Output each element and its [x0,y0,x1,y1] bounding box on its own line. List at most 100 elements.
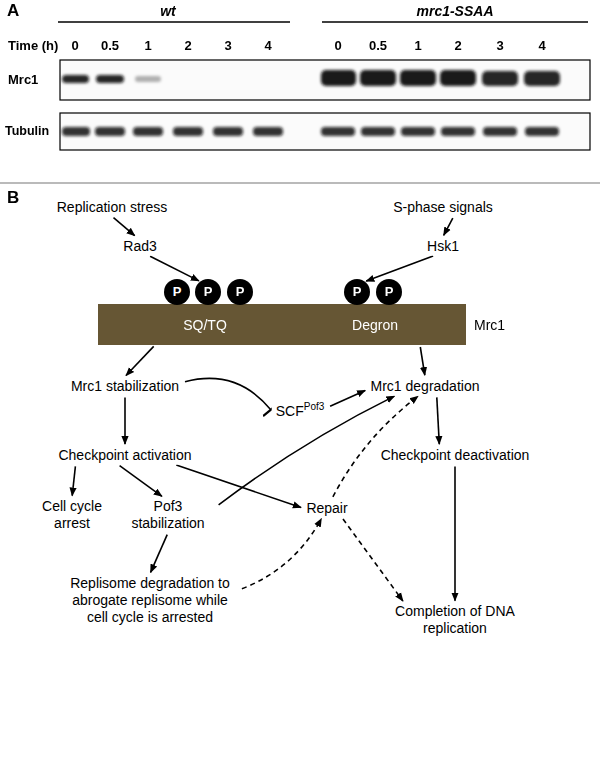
blot-band [361,127,395,136]
stimulus-label: S-phase signals [389,198,497,217]
domain-label: Degron [352,317,398,333]
arrow-connector [150,256,199,281]
time-point: 3 [496,39,503,54]
axis-label: Time (h) [8,39,58,54]
process-label: Mrc1 degradation [367,377,484,396]
phospho-circle: P [164,279,190,305]
process-label: Checkpoint activation [54,446,195,465]
panel-divider [0,182,600,183]
blot-band [440,70,476,86]
arrow-connector [151,535,168,573]
time-point: 0.5 [369,39,387,54]
node-text: Completion of DNA replication [395,603,515,636]
blot-frame [60,60,590,100]
protein-label: Tubulin [5,124,49,138]
protein-name: Mrc1 [474,317,505,333]
dashed-arrow [242,519,322,589]
node-text: Repair [306,500,347,516]
arrow-connector [120,466,162,497]
time-point: 2 [454,39,461,54]
blot-band [441,127,475,136]
process-label: Checkpoint deactivation [377,446,534,465]
node-text: P [236,284,245,299]
blot-band [133,127,163,136]
protein-bar: SQ/TQDegronMrc1 [98,304,466,345]
time-point: 0 [71,39,78,54]
blot-band [135,76,161,82]
phospho-circle: P [227,279,253,305]
blot-band [62,127,90,136]
blot-band [483,127,517,136]
blot-band [321,127,355,136]
stimulus-label: Replication stress [53,198,172,217]
blot-frame [60,113,590,150]
blot-bands [62,70,560,136]
time-point: 1 [414,39,421,54]
arrow-connector [420,347,425,375]
phospho-circle: P [376,279,402,305]
node-text: Replication stress [57,199,168,215]
node-text: P [385,284,394,299]
node-text: SCF [276,403,304,419]
time-point: 0 [334,39,341,54]
blot-band [524,71,560,86]
panel-letter: A [7,1,19,21]
complex-label: SCFPof3 [272,401,329,420]
blot-band [321,70,356,86]
strain-bracket [322,21,588,23]
node-text: P [173,284,182,299]
node-text: Rad3 [123,238,156,254]
time-point: 1 [144,39,151,54]
arrow-connector [219,396,395,505]
arrow-connector [330,390,365,406]
node-text: P [353,284,362,299]
arrow-connector [454,466,456,600]
outcome-label: Completion of DNA replication [391,602,519,638]
blot-band [213,127,243,136]
process-label: Repair [302,499,351,518]
dashed-arrow [343,519,403,601]
node-text: Replisome degradation to abrogate replis… [70,575,230,625]
blot-band [95,127,125,136]
node-text: Cell cycle arrest [42,498,102,531]
blot-band [62,75,89,83]
arrow-connector [444,218,453,235]
kinase-label: Rad3 [119,237,160,256]
node-text: Mrc1 degradation [371,378,480,394]
arrow-connector [437,397,440,444]
node-text: Hsk1 [427,238,459,254]
outcome-label: Replisome degradation to abrogate replis… [60,574,240,626]
strain-bracket [58,21,290,23]
inhibition-connector [185,378,271,409]
node-text: Pof3 [304,401,325,412]
blot-band [482,71,518,86]
phospho-circle: P [344,279,370,305]
domain-label: SQ/TQ [183,317,227,333]
node-text: Checkpoint activation [58,447,191,463]
time-point: 4 [538,39,545,54]
arrow-connector [114,218,135,236]
node-text: P [204,284,213,299]
strain-label: wt [160,3,176,19]
process-label: Pof3 stabilization [119,497,217,533]
protein-label: Mrc1 [8,73,38,88]
phospho-circle: P [195,279,221,305]
blot-band [173,127,203,136]
arrow-connector [72,466,75,495]
arrow-connector [366,256,433,281]
panel-letter: B [7,188,19,208]
kinase-label: Hsk1 [423,237,463,256]
time-point: 0.5 [101,39,119,54]
time-point: 3 [224,39,231,54]
blot-band [253,127,283,136]
outcome-label: Cell cycle arrest [30,497,114,533]
process-label: Mrc1 stabilization [67,377,183,396]
arrow-connector [126,346,154,375]
node-text: Checkpoint deactivation [381,447,530,463]
time-point: 2 [184,39,191,54]
node-text: S-phase signals [393,199,493,215]
strain-label: mrc1-SSAA [416,3,493,19]
node-text: Mrc1 stabilization [71,378,179,394]
